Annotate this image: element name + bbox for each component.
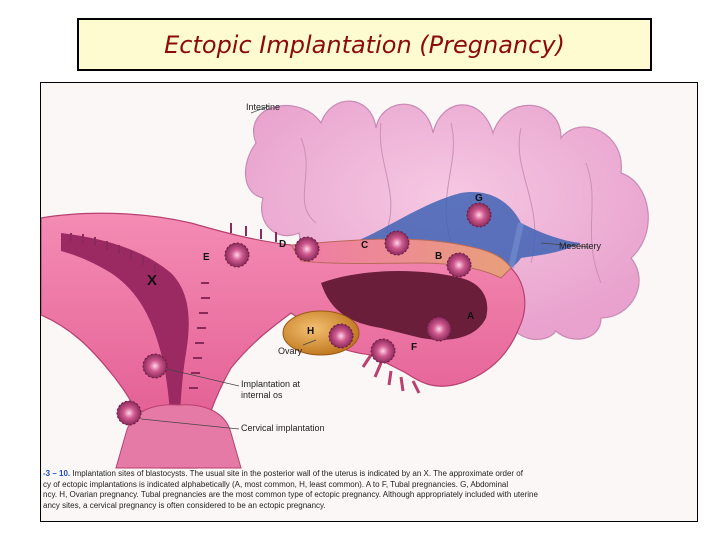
leader-lines xyxy=(140,105,590,430)
cervical-implantation-label: Cervical implantation xyxy=(241,423,325,433)
internal-os-label-line2: internal os xyxy=(241,390,283,400)
site-label-h: H xyxy=(307,326,314,337)
blastocyst-c xyxy=(384,230,410,256)
endometrium-villi xyxy=(70,223,277,389)
internal-os-label-line1: Implantation at xyxy=(241,379,301,389)
site-label-c: C xyxy=(361,240,368,251)
blastocyst-h xyxy=(328,323,354,349)
site-label-b: B xyxy=(435,251,442,262)
diagram-figure: Intestine Mesentery X Ovary Implantation… xyxy=(40,82,698,522)
figure-caption: -3 – 10. Implantation sites of blastocys… xyxy=(41,469,697,511)
blastocyst-d xyxy=(294,236,320,262)
fimbriae xyxy=(361,354,421,394)
blastocysts xyxy=(116,202,492,426)
page-title: Ectopic Implantation (Pregnancy) xyxy=(164,30,565,59)
mesentery-shape xyxy=(351,192,581,283)
site-label-f: F xyxy=(411,342,417,353)
mesentery-label: Mesentery xyxy=(559,241,602,251)
caption-figure-number: -3 – 10. xyxy=(43,469,71,478)
blastocyst-a xyxy=(426,316,452,342)
site-label-g: G xyxy=(475,193,483,204)
x-marker-label: X xyxy=(147,272,157,289)
caption-line-1: Implantation sites of blastocysts. The u… xyxy=(70,469,523,478)
blastocyst-b xyxy=(446,252,472,278)
blastocyst-g xyxy=(466,202,492,228)
caption-line-3: ncy. H, Ovarian pregnancy. Tubal pregnan… xyxy=(43,490,538,499)
caption-line-2: cy of ectopic implantations is indicated… xyxy=(43,479,509,489)
blastocyst-internal-os xyxy=(142,353,168,379)
ovary-label: Ovary xyxy=(278,346,303,356)
blastocyst-e xyxy=(224,242,250,268)
site-label-d: D xyxy=(279,239,286,250)
blastocyst-f xyxy=(370,338,396,364)
title-box: Ectopic Implantation (Pregnancy) xyxy=(77,18,652,71)
uterine-cavity xyxy=(61,233,189,468)
blastocyst-cervical xyxy=(116,400,142,426)
intestine-label: Intestine xyxy=(246,102,280,112)
site-label-a: A xyxy=(467,311,474,322)
caption-line-4: ancy sites, a cervical pregnancy is ofte… xyxy=(43,500,326,510)
site-label-e: E xyxy=(203,252,210,263)
anatomy-diagram: Intestine Mesentery X Ovary Implantation… xyxy=(41,100,649,469)
